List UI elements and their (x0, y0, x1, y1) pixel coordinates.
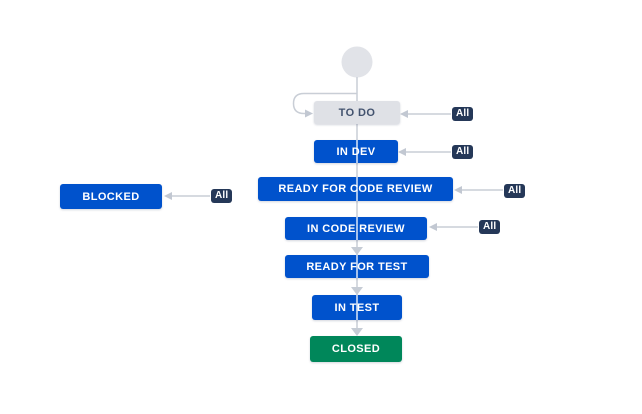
left-arrowhead-icon (400, 110, 408, 118)
left-arrowhead-icon (454, 186, 462, 194)
start-node-circle (341, 46, 373, 78)
status-to-do[interactable]: TO DO (314, 101, 400, 124)
status-ready-for-code-review[interactable]: READY FOR CODE REVIEW (258, 177, 453, 201)
transition-badge-all-to-blocked[interactable]: All (211, 189, 233, 203)
status-ready-for-test[interactable]: READY FOR TEST (285, 255, 429, 278)
status-in-code-review[interactable]: IN CODE REVIEW (285, 217, 427, 240)
status-closed[interactable]: CLOSED (310, 336, 402, 362)
left-arrowhead-icon (429, 223, 437, 231)
status-blocked[interactable]: BLOCKED (60, 184, 162, 209)
all-transition-arrows (164, 110, 503, 231)
down-arrowhead-icon (351, 247, 363, 255)
transition-badge-all-to-in-dev[interactable]: All (452, 145, 474, 159)
transition-badge-all-to-todo[interactable]: All (452, 107, 474, 121)
transition-badge-all-to-in-code-review[interactable]: All (479, 220, 501, 234)
transition-badge-all-to-ready-for-code-review[interactable]: All (504, 184, 526, 198)
status-in-test[interactable]: IN TEST (312, 295, 402, 320)
left-arrowhead-icon (398, 148, 406, 156)
right-arrowhead-icon (305, 109, 313, 118)
left-arrowhead-icon (164, 192, 172, 200)
down-arrowhead-icon (351, 287, 363, 295)
status-in-dev[interactable]: IN DEV (314, 140, 398, 163)
down-arrowhead-icon (351, 328, 363, 336)
